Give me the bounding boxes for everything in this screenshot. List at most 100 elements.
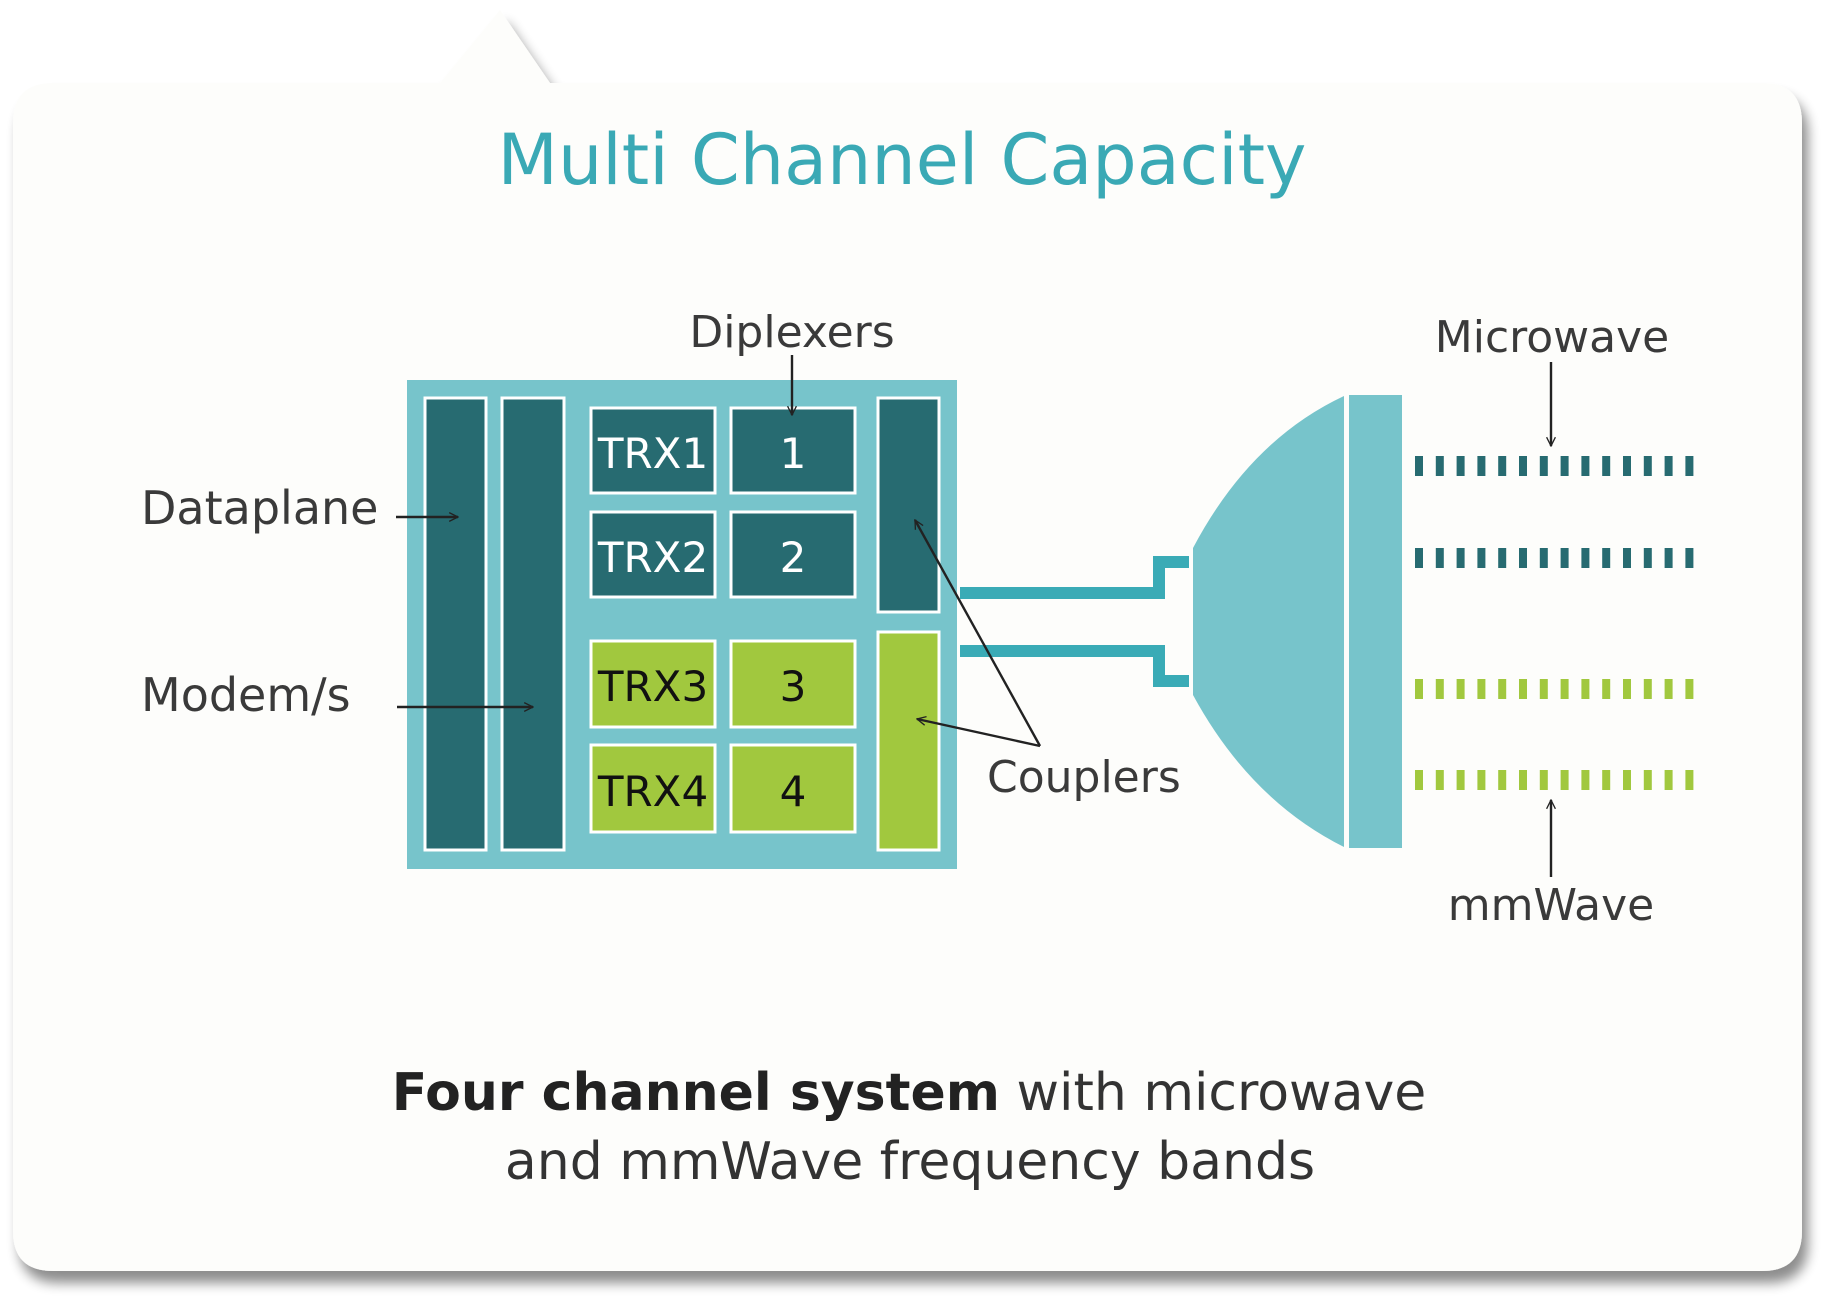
beam-dash (1623, 679, 1631, 699)
trx-label: TRX2 (597, 533, 708, 582)
beam-dash (1415, 456, 1423, 476)
beam-dash (1560, 456, 1569, 476)
diplexer-box (729, 743, 857, 834)
beam-dash (1477, 456, 1486, 476)
trx-box (589, 510, 717, 599)
couplers-arrow-mmwave (917, 719, 1041, 748)
microwave-label: Microwave (1435, 312, 1669, 363)
waveguide-lower (960, 645, 1189, 687)
mmwave-label: mmWave (1448, 880, 1655, 931)
beam-dash (1623, 548, 1631, 568)
beam-dash (1435, 679, 1444, 699)
waveguides (960, 556, 1189, 687)
trx-label: TRX4 (597, 767, 708, 816)
trx-box (589, 743, 717, 834)
beam-dash (1519, 770, 1527, 790)
dataplane-label: Dataplane (141, 481, 378, 535)
beam-dash (1581, 770, 1590, 790)
diplexer-label: 3 (780, 662, 807, 711)
beam-dash (1477, 679, 1486, 699)
channel-row: TRX2 2 (589, 510, 857, 599)
channel-row: TRX4 4 (589, 743, 857, 834)
indoor-unit: TRX1 1 TRX2 2 TRX3 3 TRX4 4 (407, 380, 957, 869)
diplexer-box (729, 639, 857, 729)
beam-microwave (1415, 456, 1694, 476)
antenna (1193, 395, 1402, 848)
trx-box (589, 639, 717, 729)
channel-row: TRX1 1 (589, 406, 857, 495)
beam-dash (1435, 548, 1444, 568)
beam-dash (1456, 679, 1465, 699)
beam-dash (1539, 456, 1548, 476)
dataplane-bar (423, 396, 488, 852)
beam-dash (1643, 679, 1652, 699)
beam-dash (1643, 770, 1652, 790)
beam-dash (1498, 679, 1507, 699)
modem-bar (500, 396, 566, 852)
beam-dash (1623, 456, 1631, 476)
beam-dash (1477, 548, 1486, 568)
beam-dash (1602, 456, 1611, 476)
page-title: Multi Channel Capacity (498, 119, 1307, 201)
caption-line-1-rest: with microwave (1000, 1063, 1426, 1123)
beams (1415, 456, 1694, 790)
modems-label: Modem/s (141, 668, 351, 722)
coupler-microwave (876, 396, 941, 614)
antenna-panel (1349, 395, 1402, 848)
beam-dash (1415, 679, 1423, 699)
beam-dash (1685, 770, 1694, 790)
beam-dash (1602, 679, 1611, 699)
beam-dash (1664, 679, 1673, 699)
caption-bold: Four channel system (392, 1063, 1000, 1123)
beam-dash (1664, 770, 1673, 790)
beam-dash (1456, 548, 1465, 568)
beam-dash (1560, 548, 1569, 568)
beam-dash (1539, 770, 1548, 790)
diplexer-box (729, 510, 857, 599)
beam-dash (1581, 456, 1590, 476)
beam-dash (1664, 456, 1673, 476)
couplers-label: Couplers (987, 752, 1181, 803)
trx-box (589, 406, 717, 495)
beam-dash (1560, 770, 1569, 790)
beam-dash (1456, 770, 1465, 790)
beam-mmwave (1415, 679, 1694, 699)
beam-dash (1664, 548, 1673, 568)
beam-dash (1643, 456, 1652, 476)
diplexer-label: 1 (780, 429, 807, 478)
beam-dash (1498, 456, 1507, 476)
beam-dash (1435, 456, 1444, 476)
beam-dash (1456, 456, 1465, 476)
beam-dash (1560, 679, 1569, 699)
beam-dash (1519, 548, 1527, 568)
coupler-mmwave (876, 630, 941, 852)
beam-dash (1539, 679, 1548, 699)
caption-line-1: Four channel system with microwave (392, 1063, 1426, 1123)
couplers-arrow-microwave (913, 520, 1042, 747)
beam-dash (1602, 548, 1611, 568)
diplexers-label: Diplexers (689, 307, 894, 358)
trx-label: TRX3 (597, 662, 708, 711)
trx-label: TRX1 (597, 429, 708, 478)
antenna-dish (1193, 396, 1344, 847)
beam-mmwave (1415, 770, 1694, 790)
beam-dash (1435, 770, 1444, 790)
beam-dash (1602, 770, 1611, 790)
diplexer-label: 2 (780, 533, 807, 582)
beam-dash (1581, 548, 1590, 568)
beam-dash (1519, 679, 1527, 699)
beam-dash (1685, 456, 1694, 476)
beam-dash (1415, 770, 1423, 790)
beam-dash (1685, 679, 1694, 699)
beam-dash (1685, 548, 1694, 568)
beam-dash (1539, 548, 1548, 568)
channel-row: TRX3 3 (589, 639, 857, 729)
waveguide-upper (960, 556, 1189, 599)
beam-dash (1519, 456, 1527, 476)
caption-line-2: and mmWave frequency bands (505, 1132, 1315, 1192)
beam-dash (1477, 770, 1486, 790)
diplexer-label: 4 (780, 767, 807, 816)
beam-dash (1498, 770, 1507, 790)
beam-dash (1643, 548, 1652, 568)
